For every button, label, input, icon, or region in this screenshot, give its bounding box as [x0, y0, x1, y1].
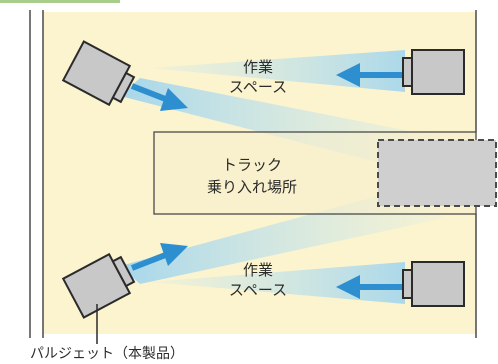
truck-area-line2: 乗り入れ場所 — [207, 178, 297, 196]
work-space-top-line1: 作業 — [243, 58, 273, 76]
truck-area-line1: トラック — [222, 156, 282, 174]
airflow-arrow-top-right — [336, 63, 402, 87]
work-space-bottom-line2: スペース — [229, 281, 287, 299]
airflow-arrow-bottom-left — [130, 243, 188, 271]
airflow-beam-top-right — [150, 50, 405, 92]
airflow-arrow-bottom-right — [336, 275, 402, 299]
airflow-beam-bottom-right — [150, 262, 405, 304]
truck-shape — [377, 139, 497, 207]
work-space-top-line2: スペース — [229, 78, 287, 96]
work-space-bottom-line1: 作業 — [243, 261, 273, 279]
product-caption: パルジェット（本製品） — [30, 346, 184, 362]
heading-remnant — [0, 0, 120, 3]
pulsejet-fan-unit-top-right — [402, 49, 465, 95]
pulsejet-fan-unit-bottom-left — [61, 252, 136, 319]
airflow-arrow-top-left — [130, 83, 188, 111]
pulsejet-fan-unit-top-left — [61, 40, 136, 107]
pulsejet-fan-unit-bottom-right — [402, 261, 465, 307]
